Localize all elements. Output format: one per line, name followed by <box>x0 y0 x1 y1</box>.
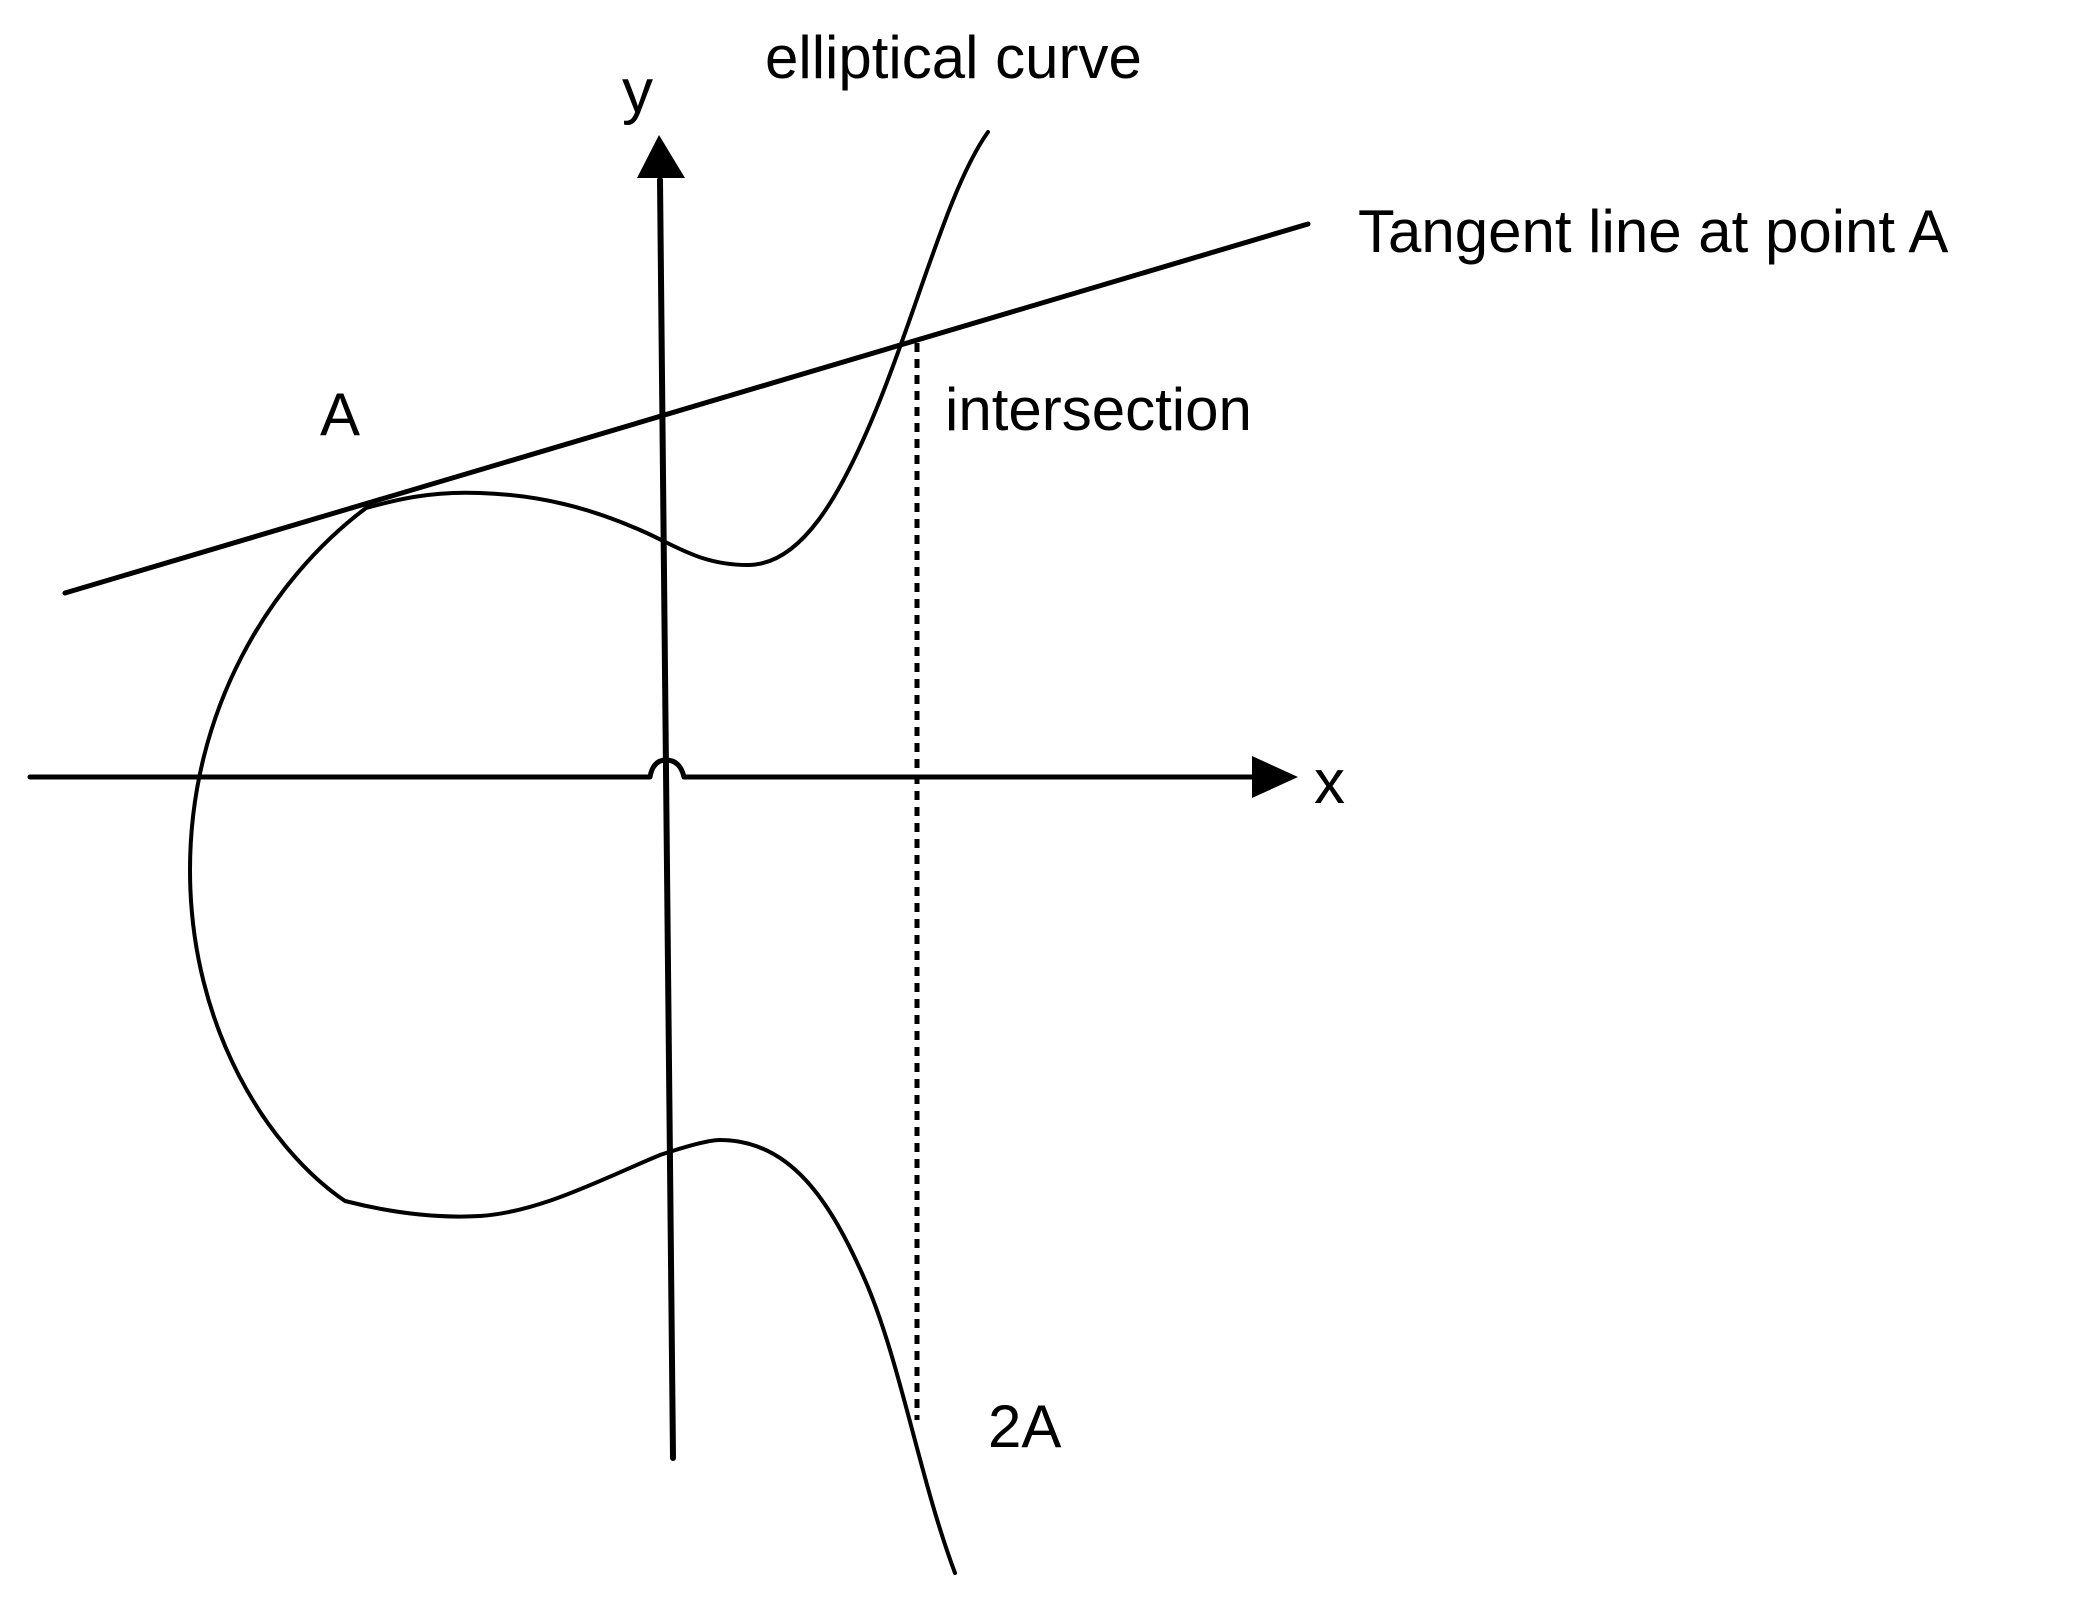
x-axis-label: x <box>1314 748 1345 817</box>
x-axis-arrowhead <box>1252 756 1298 798</box>
tangent-line <box>62 221 1311 596</box>
tangent-label: Tangent line at point A <box>1358 198 1948 265</box>
intersection-label: intersection <box>945 376 1252 443</box>
y-axis-line <box>657 177 676 1461</box>
y-axis-label: y <box>622 57 653 126</box>
point-a-label: A <box>320 381 360 448</box>
x-axis-line <box>27 757 1258 780</box>
y-axis-arrowhead <box>637 135 685 178</box>
elliptic-curve-loop <box>188 130 990 1575</box>
point-2a-label: 2A <box>988 1393 1061 1460</box>
curve-label: elliptical curve <box>765 24 1142 91</box>
